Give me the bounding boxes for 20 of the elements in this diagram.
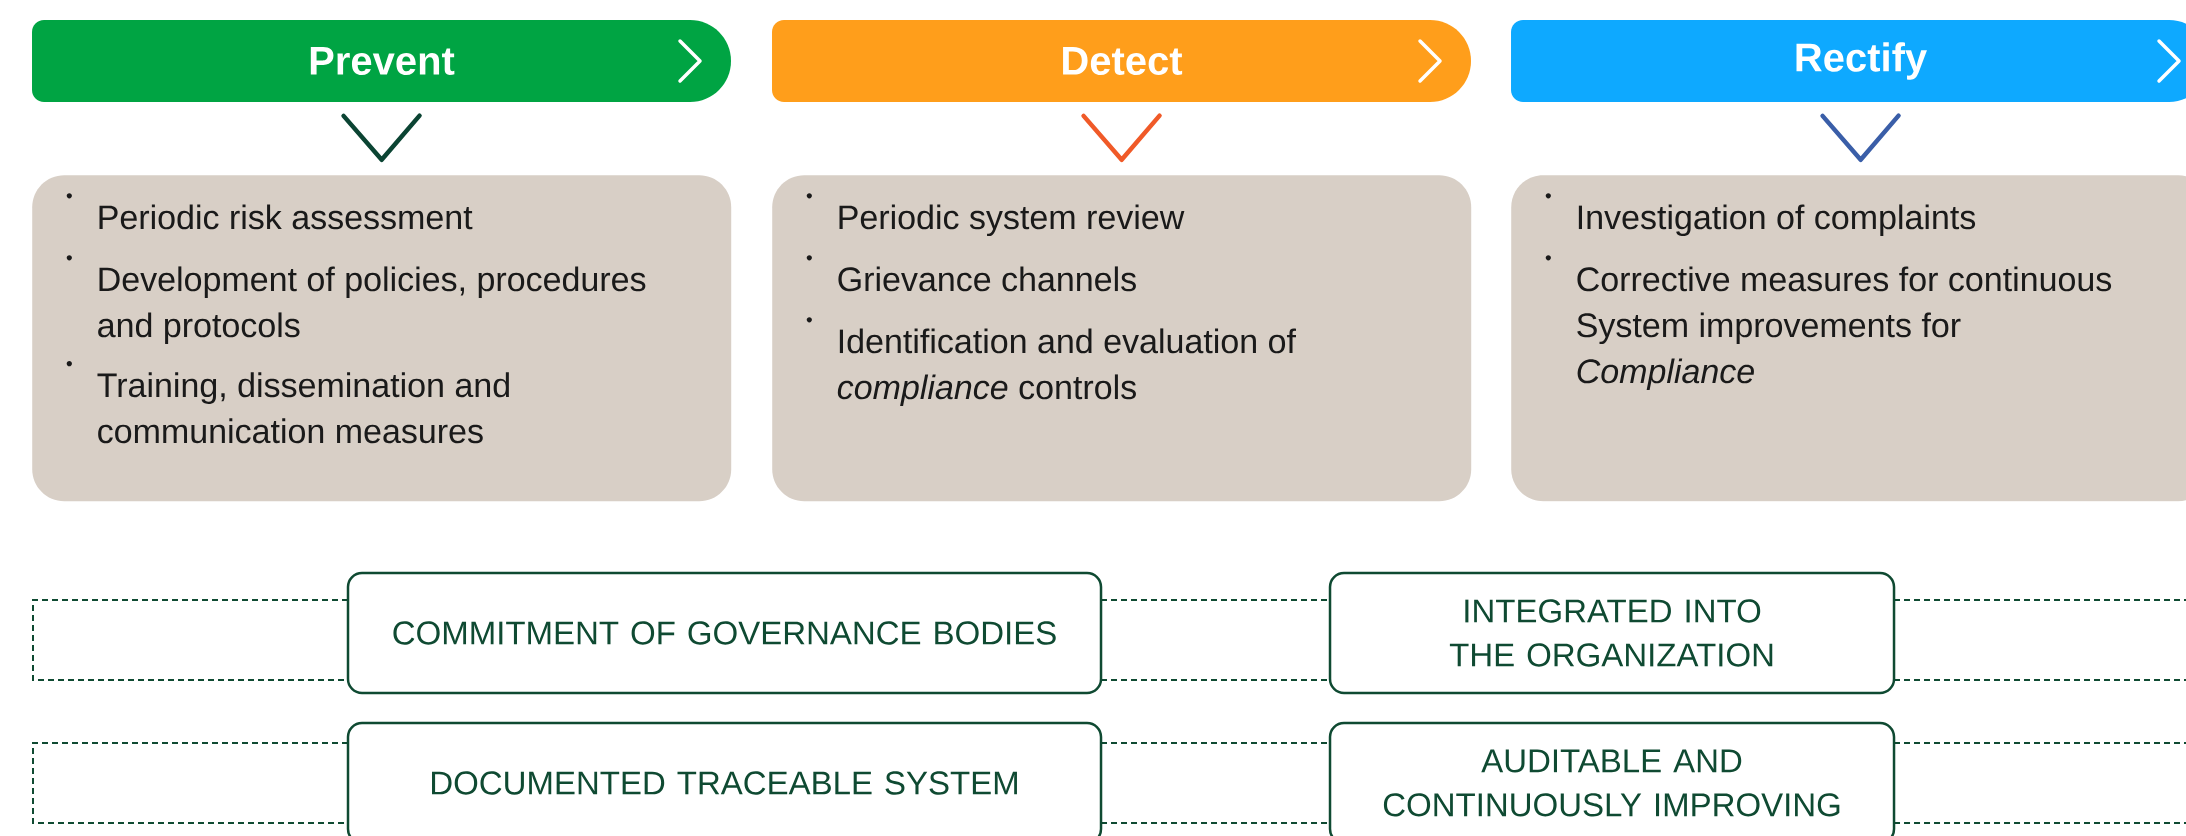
bullet-item: Training, dissemination and communication measures <box>66 361 509 444</box>
phase-header: Detect <box>772 20 1471 102</box>
content-card <box>32 175 732 502</box>
bullet-item: Periodic system review <box>806 193 1185 237</box>
principle-box: DOCUMENTED TRACEABLE SYSTEM <box>346 721 1103 836</box>
dashed-band <box>32 599 2186 681</box>
content-card <box>1511 175 2186 502</box>
principle-box: INTEGRATED INTO THE ORGANIZATION <box>1328 571 1896 695</box>
phase-header: Rectify <box>1511 20 2186 102</box>
phase-header: Prevent <box>32 20 731 102</box>
bullet-item: Identification and evaluation of compliance controls <box>806 317 1296 407</box>
bullet-item: Grievance channels <box>806 255 1136 292</box>
principle-box: AUDITABLE AND CONTINUOUSLY IMPROVING <box>1328 721 1896 836</box>
bullet-item: Development of policies, procedures and protocols <box>66 255 646 345</box>
bullet-item: Investigation of complaints <box>1545 193 1976 237</box>
principle-box: COMMITMENT OF GOVERNANCE BODIES <box>346 571 1103 695</box>
content-card <box>772 175 1472 502</box>
bullet-item: Periodic risk assessment <box>66 193 473 230</box>
bullet-item: Corrective measures for continuous System improvements for Compliance <box>1545 255 2112 391</box>
dashed-band <box>32 742 2186 824</box>
